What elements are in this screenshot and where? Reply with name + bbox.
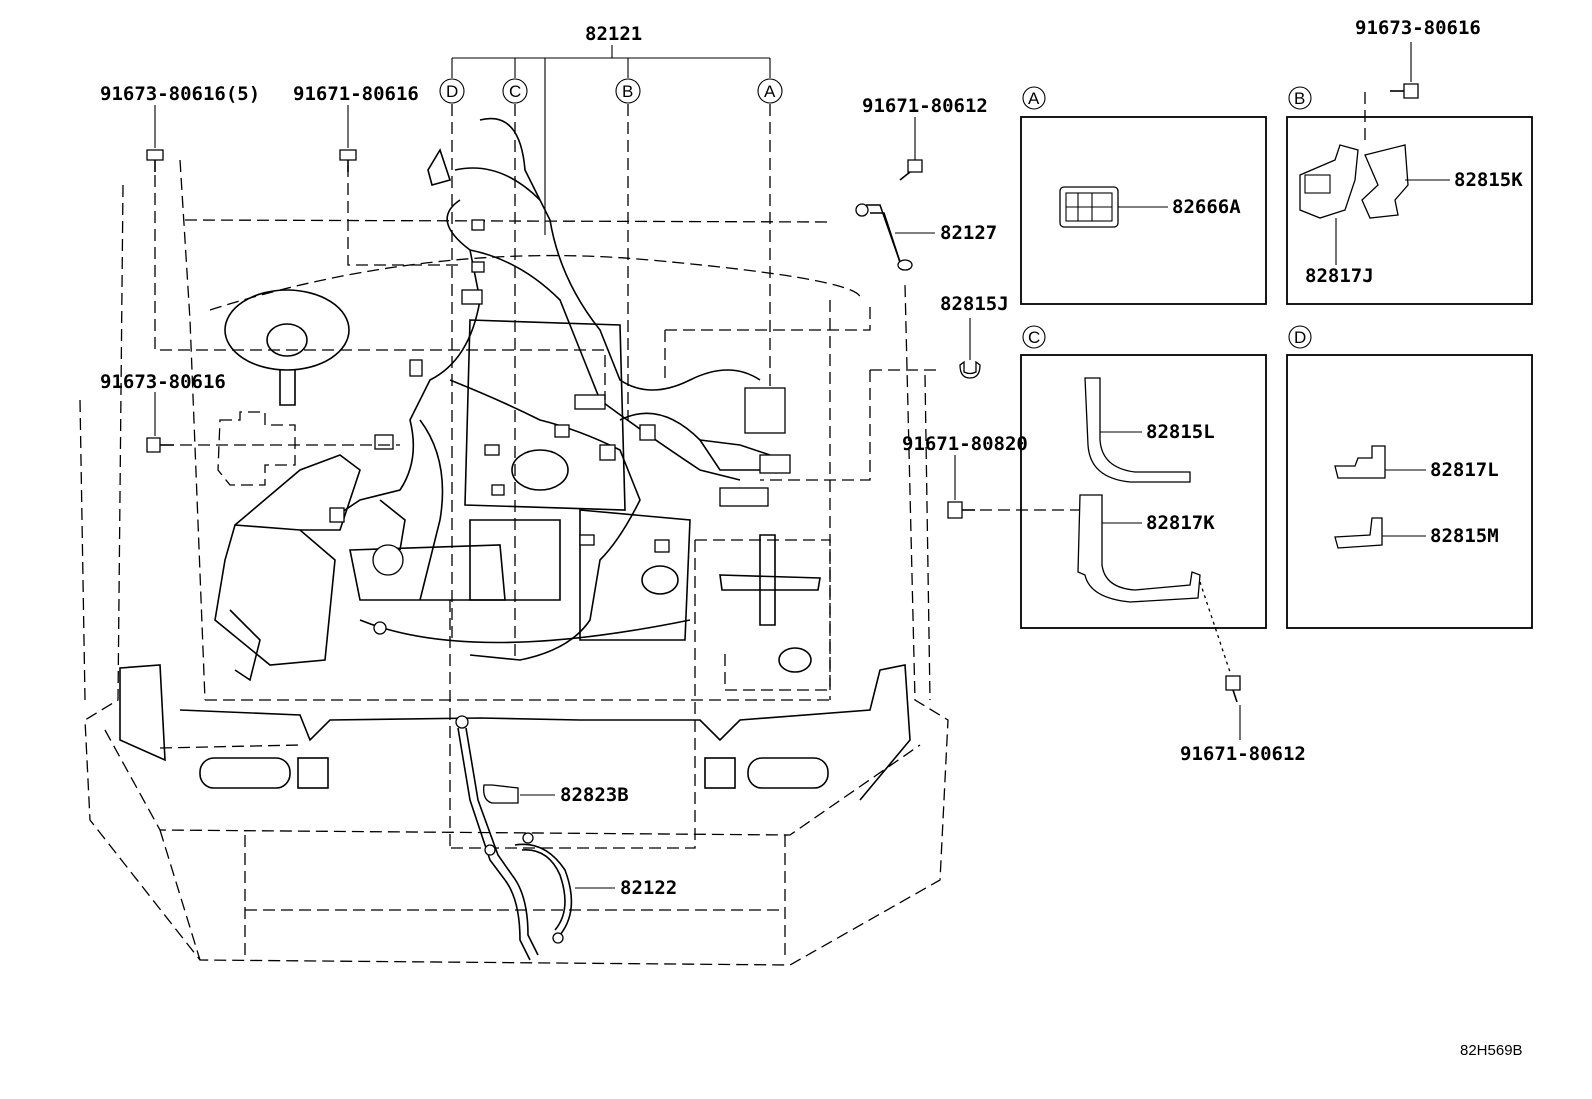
part-82815l: 82815L — [1146, 421, 1215, 443]
part-82817j: 82817J — [1305, 265, 1374, 287]
branch-marker-d: D — [439, 78, 465, 104]
protector-b — [483, 784, 555, 804]
engine-dash-lines — [154, 165, 940, 849]
detail-box-c: C 82815L 82817K — [1020, 325, 1267, 629]
part-82815m: 82815M — [1430, 525, 1499, 547]
part-82817k: 82817K — [1146, 512, 1215, 534]
relay-block-82666a — [1059, 186, 1119, 228]
air-cleaner — [214, 454, 361, 682]
horn — [224, 289, 350, 406]
bracket-82815l — [1084, 377, 1191, 483]
callout-bolt-ground: 91671-80612 — [862, 95, 988, 117]
part-82666a: 82666A — [1172, 196, 1241, 218]
bolt-ground — [899, 117, 923, 181]
detail-letter-c: C — [1028, 328, 1040, 347]
branch-letter-b: B — [622, 82, 633, 101]
bolt-left-mid — [339, 105, 357, 172]
bolt-left-low — [146, 392, 174, 453]
callout-bolt-left-mid: 91671-80616 — [293, 83, 419, 105]
callout-bolt-right: 91671-80820 — [902, 433, 1028, 455]
bracket-82817k — [1077, 494, 1201, 603]
callout-bolt-left-low: 91673-80616 — [100, 371, 226, 393]
callout-82121: 82121 — [585, 23, 642, 45]
engine-block — [349, 319, 691, 644]
callout-clamp-j: 82815J — [940, 293, 1009, 315]
vehicle-body-outline — [79, 159, 949, 966]
headlight-right — [704, 757, 829, 789]
bracket-82815m — [1334, 517, 1383, 549]
relay-box-left — [217, 411, 296, 486]
callout-ground-wire: 82127 — [940, 222, 997, 244]
branch-marker-a: A — [757, 78, 783, 104]
branch-letter-d: D — [446, 82, 458, 101]
bracket-82817l — [1334, 445, 1386, 479]
bolt-right — [947, 455, 1080, 519]
battery-cable — [455, 715, 615, 961]
branch-marker-b: B — [615, 78, 641, 104]
part-82817l: 82817L — [1430, 459, 1499, 481]
battery-area — [695, 534, 831, 691]
callout-battery-cable: 82122 — [620, 877, 677, 899]
detail-letter-d: D — [1294, 328, 1306, 347]
callout-bolt-left-top: 91673-80616(5) — [100, 83, 260, 105]
branch-letter-a: A — [764, 82, 776, 101]
detail-box-d: D 82817L 82815M — [1286, 325, 1533, 629]
part-82815k: 82815K — [1454, 169, 1523, 191]
diagram-reference-code: 82H569B — [1460, 1042, 1523, 1059]
headlight-left — [199, 757, 329, 789]
detail-letter-b: B — [1294, 89, 1305, 108]
fender-left — [119, 664, 166, 762]
bracket-82815k — [1361, 144, 1409, 219]
branch-letter-c: C — [509, 82, 521, 101]
detail-box-b: B 82815K 82817J — [1286, 86, 1533, 305]
clamp-j — [959, 318, 981, 379]
harness-callout-bracket — [451, 45, 771, 660]
callout-bolt-c-box: 91671-80612 — [1180, 743, 1306, 765]
bolt-b-box — [1364, 42, 1419, 145]
main-wire-harness — [329, 117, 791, 661]
bolt-left-top — [146, 105, 164, 172]
detail-box-a: A 82666A — [1020, 86, 1267, 305]
bolt-c-box — [1199, 581, 1241, 740]
branch-marker-c: C — [502, 78, 528, 104]
detail-letter-a: A — [1028, 89, 1040, 108]
ground-wire — [855, 203, 935, 271]
callout-protector-b: 82823B — [560, 784, 629, 806]
bracket-82817j — [1299, 144, 1359, 219]
callout-bolt-b-box: 91673-80616 — [1355, 17, 1481, 39]
bumper-line — [179, 664, 911, 801]
